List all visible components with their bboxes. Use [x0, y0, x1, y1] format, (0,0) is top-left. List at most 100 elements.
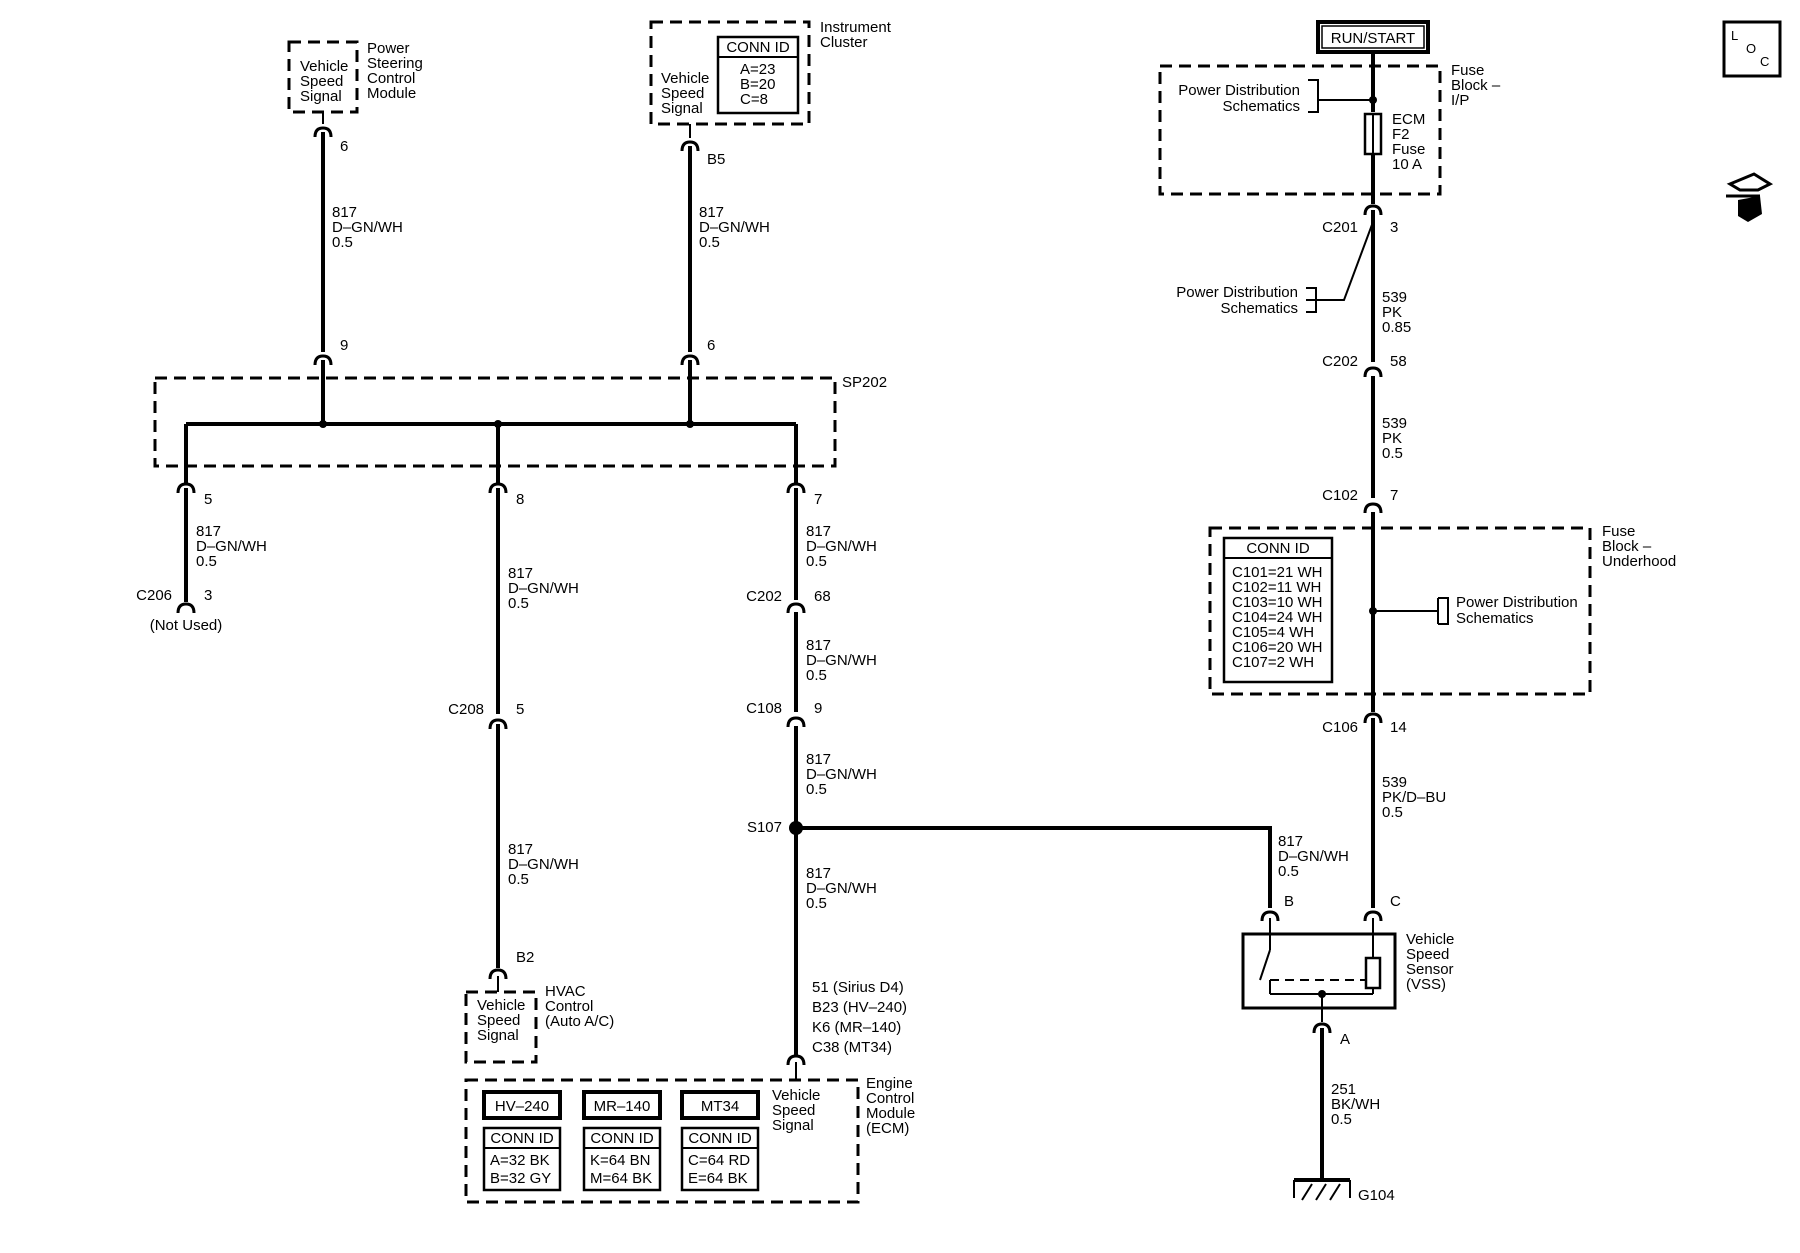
ecm-variant-3-conn-title: CONN ID: [688, 1130, 752, 1147]
uh-conn-c107: C107=2 WH: [1232, 654, 1314, 671]
hvac-label-line3: (Auto A/C): [545, 1013, 614, 1030]
ecm-pin-mt34: C38 (MT34): [812, 1039, 892, 1056]
ecm-variant-2-conn-m: M=64 BK: [590, 1170, 652, 1187]
c206-label: C206: [136, 587, 172, 604]
b3-w4-color: D–GN/WH: [806, 880, 877, 897]
fuse-line1: ECM: [1392, 111, 1425, 128]
ecm-label-line1: Engine: [866, 1075, 913, 1092]
c202-left-label: C202: [746, 588, 782, 605]
fuse-block-ip: Power Distribution Schematics ECM F2 Fus…: [1158, 62, 1501, 204]
s107-to-vss-wire: 817 D–GN/WH 0.5: [796, 826, 1349, 908]
ip-pds-line1: Power Distribution: [1178, 82, 1300, 99]
rc-w3-circuit: 539: [1382, 774, 1407, 791]
ecm-label-line2: Control: [866, 1090, 914, 1107]
fuse-line3: Fuse: [1392, 141, 1425, 158]
vehicle-speed-sensor: B C Vehicle Speed Sensor (VSS): [1241, 893, 1454, 1022]
branch-hvac: 817 D–GN/WH 0.5 C208 5 817 D–GN/WH 0.5 B…: [448, 488, 579, 992]
ecm-variant-1-conn-b: B=32 GY: [490, 1170, 551, 1187]
sp202-pin-9: 9: [340, 337, 348, 354]
hvac-signal-line2: Speed: [477, 1012, 520, 1029]
fuse-block-underhood: CONN ID C101=21 WH C102=11 WH C103=10 WH…: [1208, 523, 1676, 696]
ecm-variant-2-conn-title: CONN ID: [590, 1130, 654, 1147]
svg-text:O: O: [1746, 41, 1756, 56]
ecm-variant-3-conn-c: C=64 RD: [688, 1152, 750, 1169]
b3-w4-circuit: 817: [806, 865, 831, 882]
sp202-pin-5: 5: [204, 491, 212, 508]
b2-lower-size: 0.5: [508, 871, 529, 888]
c206-pin: 3: [204, 587, 212, 604]
component-locator-icon[interactable]: [1726, 172, 1774, 222]
c108-label: C108: [746, 700, 782, 717]
gnd-wire-color: BK/WH: [1331, 1096, 1380, 1113]
c108-pin: 9: [814, 700, 822, 717]
fuse-line4: 10 A: [1392, 156, 1422, 173]
ps-signal-line3: Signal: [300, 88, 342, 105]
ic-wire-circuit: 817: [699, 204, 724, 221]
ps-wire-color: D–GN/WH: [332, 219, 403, 236]
ps-pin: 6: [340, 138, 348, 155]
sp202-pin-8: 8: [516, 491, 524, 508]
ps-signal-line1: Vehicle: [300, 58, 348, 75]
uh-conn-c103: C103=10 WH: [1232, 594, 1322, 611]
uh-label-line3: Underhood: [1602, 553, 1676, 570]
ic-conn-a: A=23: [740, 61, 775, 78]
ip-label-line2: Block –: [1451, 77, 1501, 94]
uh-conn-c102: C102=11 WH: [1232, 579, 1321, 596]
b1-wire-size: 0.5: [196, 553, 217, 570]
c106-label: C106: [1322, 719, 1358, 736]
b3-w2-color: D–GN/WH: [806, 652, 877, 669]
power-steering-control-module: Vehicle Speed Signal Power Steering Cont…: [287, 40, 423, 114]
b3-w3-circuit: 817: [806, 751, 831, 768]
ic-conn-c: C=8: [740, 91, 768, 108]
c206-note: (Not Used): [150, 617, 223, 634]
c201-pds-line2: Schematics: [1220, 300, 1298, 317]
c202-right-label: C202: [1322, 353, 1358, 370]
hvac-label-line1: HVAC: [545, 983, 586, 1000]
ecm-signal-line1: Vehicle: [772, 1087, 820, 1104]
ps-label-line4: Module: [367, 85, 416, 102]
ecm-pin-mr140: K6 (MR–140): [812, 1019, 901, 1036]
rc-w1-size: 0.85: [1382, 319, 1411, 336]
s107-wire-color: D–GN/WH: [1278, 848, 1349, 865]
rc-w1-circuit: 539: [1382, 289, 1407, 306]
ps-wire-size: 0.5: [332, 234, 353, 251]
c208-pin: 5: [516, 701, 524, 718]
ecm-variant-1-conn-a: A=32 BK: [490, 1152, 550, 1169]
sp202-pin-7: 7: [814, 491, 822, 508]
vss-pin-c: C: [1390, 893, 1401, 910]
gnd-wire-circuit: 251: [1331, 1081, 1356, 1098]
ic-signal-line2: Speed: [661, 85, 704, 102]
ic-wire-color: D–GN/WH: [699, 219, 770, 236]
ps-label-line3: Control: [367, 70, 415, 87]
ps-label-line1: Power: [367, 40, 410, 57]
b3-w2-circuit: 817: [806, 637, 831, 654]
ic-conn-b: B=20: [740, 76, 775, 93]
uh-pds-line2: Schematics: [1456, 610, 1534, 627]
ground-icon: [1293, 1178, 1351, 1201]
ecm-pin-sirius: 51 (Sirius D4): [812, 979, 904, 996]
c201-pds-line1: Power Distribution: [1176, 284, 1298, 301]
vss-pin-b: B: [1284, 893, 1294, 910]
ip-label-line3: I/P: [1451, 92, 1469, 109]
ecm-pin-hv240: B23 (HV–240): [812, 999, 907, 1016]
ecm-variant-3-conn-e: E=64 BK: [688, 1170, 748, 1187]
rc-w1-color: PK: [1382, 304, 1402, 321]
c102-label: C102: [1322, 487, 1358, 504]
vss-label-line4: (VSS): [1406, 976, 1446, 993]
ic-conn-title: CONN ID: [726, 39, 790, 56]
ecm-signal-line2: Speed: [772, 1102, 815, 1119]
b3-w1-color: D–GN/WH: [806, 538, 877, 555]
rc-w2-color: PK: [1382, 430, 1402, 447]
b2-wire-circuit: 817: [508, 565, 533, 582]
c202-right-pin: 58: [1390, 353, 1407, 370]
ecm-label-line3: Module: [866, 1105, 915, 1122]
ps-signal-line2: Speed: [300, 73, 343, 90]
vss-pin-a: A: [1340, 1031, 1350, 1048]
c201-pin: 3: [1390, 219, 1398, 236]
rc-w3-color: PK/D–BU: [1382, 789, 1446, 806]
s107-wire-circuit: 817: [1278, 833, 1303, 850]
component-location-icon[interactable]: L O C: [1722, 20, 1782, 78]
ic-signal-line1: Vehicle: [661, 70, 709, 87]
